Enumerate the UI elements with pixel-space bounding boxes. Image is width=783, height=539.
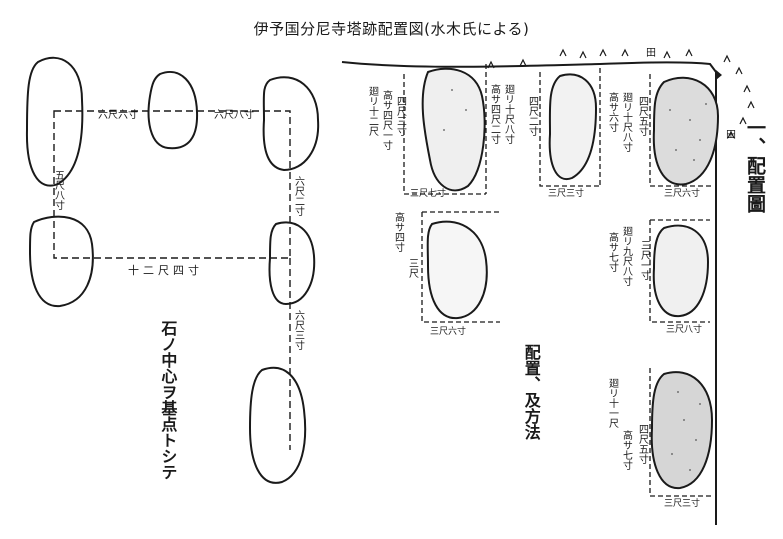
- stone-right-5: [652, 224, 710, 318]
- s5-width: 三尺一寸: [638, 240, 650, 280]
- stone-left-top-1: [25, 56, 84, 187]
- dim-top-right: 六尺八寸: [214, 110, 254, 121]
- dim-left-vertical: 五尺八寸: [52, 170, 64, 210]
- dim-right-vertical-lower: 六尺三寸: [292, 310, 304, 350]
- stone-left-top-3: [262, 76, 320, 172]
- s6-height: 高サ七寸: [620, 430, 632, 470]
- stone-left-mid-1: [28, 215, 94, 308]
- stone-right-6: [650, 371, 714, 490]
- dim-top-left: 六尺六寸: [98, 110, 138, 121]
- stone-right-2: [548, 73, 598, 181]
- s3-height: 高サ六寸: [606, 92, 618, 132]
- s3-girth: 廻リ十尺八寸: [620, 92, 632, 152]
- s4-height: 高サ四寸: [392, 212, 404, 252]
- dim-right-vertical-upper: 六尺二寸: [292, 176, 304, 216]
- stone-right-1: [421, 67, 486, 192]
- left-note: 石ノ中心ヲ基点トシテ: [158, 320, 178, 480]
- s1-height: 高サ四尺一寸: [380, 90, 392, 150]
- field-mark-right: 田: [726, 130, 736, 141]
- s2-girth: 廻リ十尺八寸: [502, 84, 514, 144]
- s1-width: 四尺三寸: [394, 96, 406, 136]
- s2-height: 高サ四尺二寸: [488, 84, 500, 144]
- section-label: 配置、及方法: [521, 344, 541, 440]
- s6-width: 四尺五寸: [636, 424, 648, 464]
- section-heading: 一、配置圖: [743, 118, 766, 213]
- s1-girth: 廻リ十二尺: [366, 86, 378, 136]
- stone-left-top-2: [147, 71, 199, 150]
- s6-girth: 廻リ十一尺: [606, 378, 618, 428]
- dim-bottom: 十二尺四寸: [128, 264, 203, 277]
- s4-width: 三尺: [406, 258, 418, 278]
- stone-left-bottom: [248, 366, 307, 484]
- s2-width: 四尺二寸: [526, 96, 538, 136]
- s5-girth: 廻リ九尺八寸: [620, 226, 632, 286]
- s6-base: 三尺三寸: [664, 499, 701, 509]
- stone-right-4: [426, 220, 488, 320]
- s3-width: 四尺五寸: [636, 96, 648, 136]
- s1-base: 三尺七寸: [410, 189, 447, 199]
- s3-base: 三尺六寸: [664, 189, 701, 199]
- stone-left-mid-2: [268, 221, 316, 306]
- field-mark-top: 田: [646, 48, 656, 59]
- page-title: 伊予国分尼寺塔跡配置図(水木氏による): [253, 20, 530, 38]
- s2-base: 三尺三寸: [548, 189, 585, 199]
- s5-base: 三尺八寸: [666, 325, 703, 335]
- s4-base: 三尺六寸: [430, 327, 467, 337]
- stone-right-3: [652, 76, 720, 186]
- s5-height: 高サ七寸: [606, 232, 618, 272]
